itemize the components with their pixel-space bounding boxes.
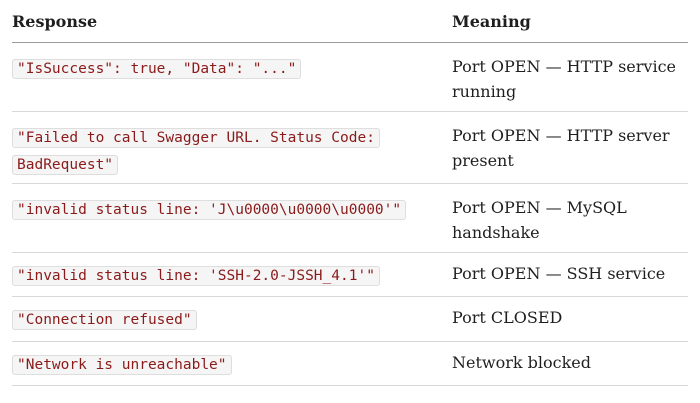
- response-code: "Network is unreachable": [12, 355, 232, 375]
- response-code: "invalid status line: 'J\u0000\u0000\u00…: [12, 200, 407, 220]
- response-code: "Connection refused": [12, 310, 197, 330]
- meaning-text: Port CLOSED: [452, 308, 563, 327]
- meaning-text: Port OPEN — HTTP server present: [452, 126, 670, 170]
- table-row: "invalid status line: 'SSH-2.0-JSSH_4.1'…: [12, 253, 688, 297]
- meaning-text: Port OPEN — MySQL handshake: [452, 198, 627, 242]
- table-row: "Failed to call Swagger URL. Status Code…: [12, 112, 688, 184]
- table-row: "IsSuccess": true, "Data": "..." Port OP…: [12, 43, 688, 112]
- response-table: Response Meaning "IsSuccess": true, "Dat…: [12, 0, 688, 386]
- header-response: Response: [12, 11, 98, 31]
- table-header: Response Meaning: [12, 0, 688, 43]
- meaning-text: Port OPEN — HTTP service running: [452, 57, 677, 101]
- table-row: "Network is unreachable" Network blocked: [12, 342, 688, 386]
- response-code: "Failed to call Swagger URL. Status Code…: [12, 128, 380, 175]
- response-code: "IsSuccess": true, "Data": "...": [12, 59, 302, 79]
- table-row: "Connection refused" Port CLOSED: [12, 297, 688, 342]
- response-code: "invalid status line: 'SSH-2.0-JSSH_4.1'…: [12, 266, 380, 286]
- meaning-text: Network blocked: [452, 353, 592, 372]
- table-row: "invalid status line: 'J\u0000\u0000\u00…: [12, 184, 688, 253]
- meaning-text: Port OPEN — SSH service: [452, 264, 666, 283]
- header-meaning: Meaning: [452, 11, 531, 31]
